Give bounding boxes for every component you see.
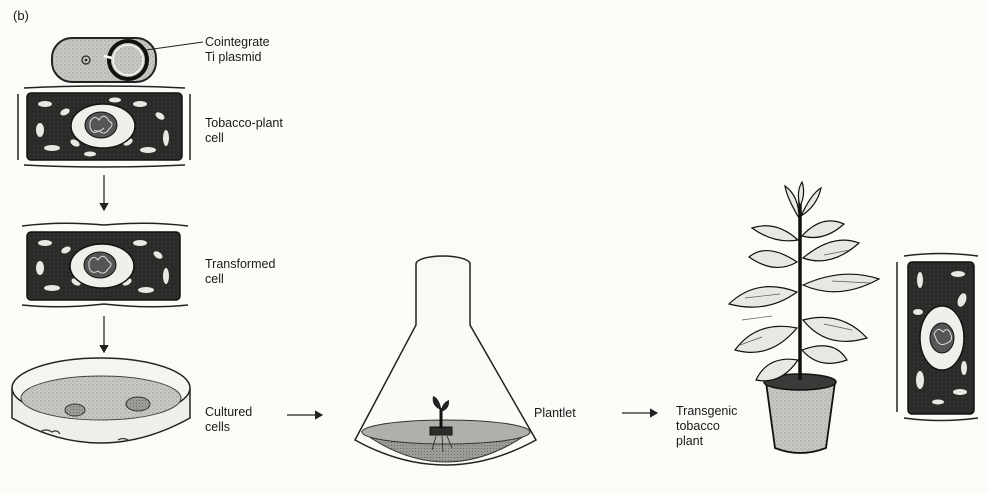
tobacco-plant-cell — [18, 86, 190, 167]
transformed-cell — [22, 223, 188, 307]
plasmid-pointer — [146, 42, 203, 50]
plant-cell-right — [897, 254, 978, 421]
petri-dish — [12, 358, 190, 443]
transgenic-tobacco-plant — [729, 182, 879, 453]
